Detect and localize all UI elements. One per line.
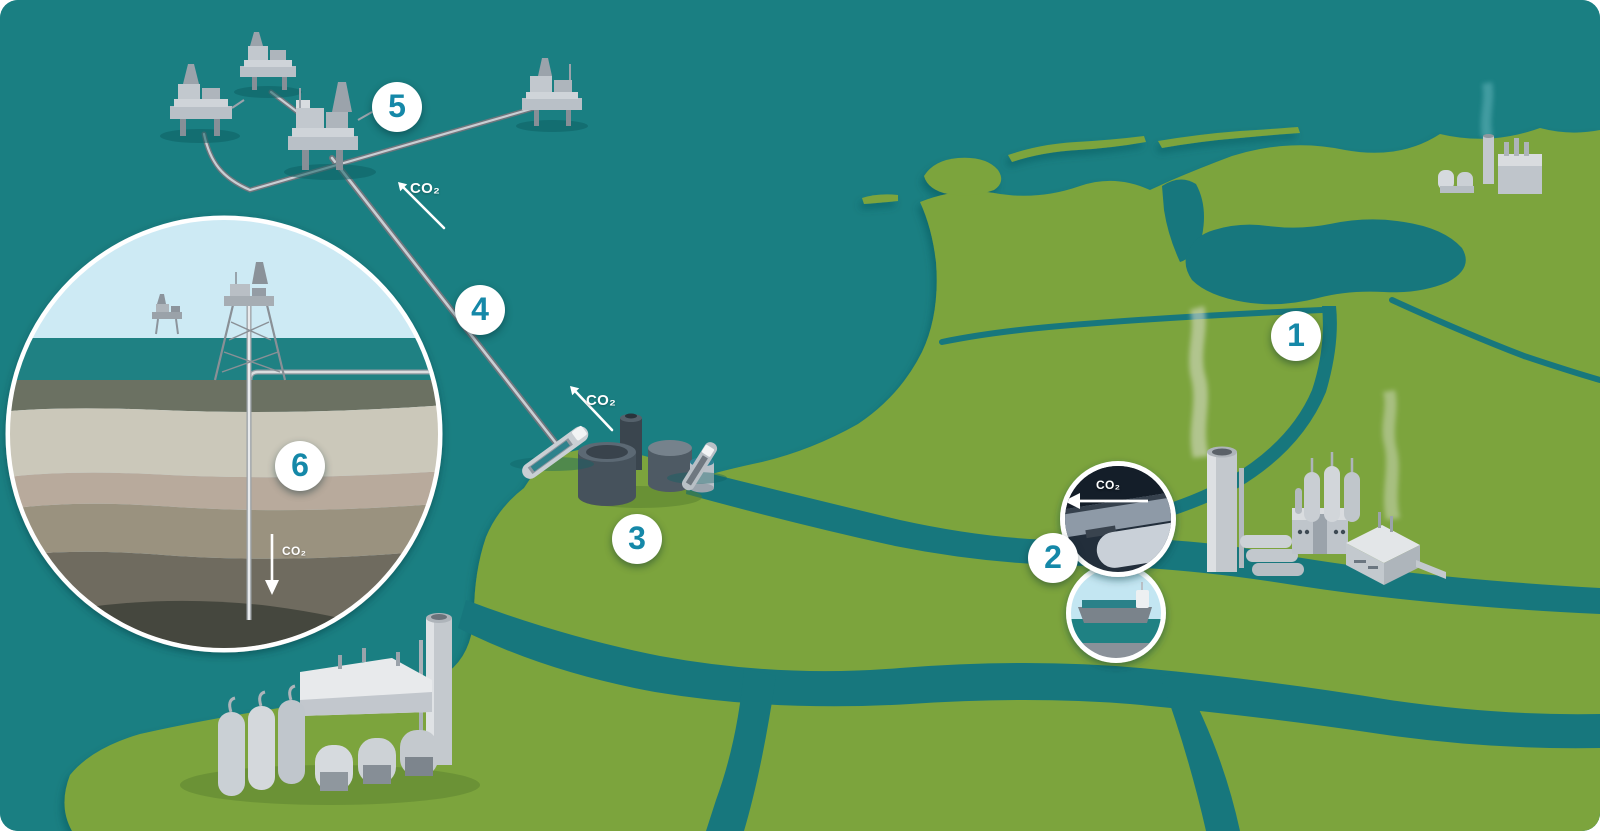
step-badge-5: 5	[372, 82, 422, 132]
onshore-storage-facility	[180, 613, 480, 805]
island-sliver-east	[1158, 127, 1300, 148]
factory-northeast	[1438, 82, 1542, 194]
subsurface-storage-inset	[5, 215, 443, 653]
inset-platform-small	[152, 294, 182, 335]
warehouse	[1346, 512, 1446, 585]
co2-label-pipeline-upper: CO₂	[410, 180, 441, 197]
co2-flow-arrows	[398, 182, 614, 432]
step-number: 6	[291, 447, 309, 483]
step-number: 2	[1044, 539, 1062, 575]
step-number: 1	[1287, 317, 1305, 353]
co2-label-ship-loading: CO₂	[1096, 478, 1121, 492]
ship-callout-top	[1065, 466, 1171, 572]
flue-smoke	[1189, 306, 1400, 520]
step-number: 3	[628, 520, 646, 556]
tidal-strait	[1162, 179, 1204, 262]
step-number: 5	[388, 88, 406, 124]
island-head	[924, 157, 1002, 196]
layer-seabed	[10, 380, 438, 412]
chimney	[1207, 446, 1244, 572]
step-badge-4: 4	[455, 285, 505, 335]
layer-clay	[10, 470, 438, 511]
ship-callout	[1060, 461, 1176, 663]
co2-injection-arrow	[265, 534, 279, 595]
pipeline-port-to-platform	[329, 155, 566, 455]
co2-flow-arrow-upper	[398, 182, 446, 230]
offshore-platforms	[160, 32, 588, 180]
river-branch-southeast	[1160, 672, 1240, 831]
co2-flow-arrow-lower	[570, 386, 614, 432]
industrial-capture-plant	[1189, 306, 1446, 585]
step-badge-3: 3	[612, 514, 662, 564]
river-south	[458, 600, 1600, 749]
layer-shale	[10, 502, 438, 559]
co2-carrier-ship-offshore	[510, 425, 594, 479]
layer-sandstone	[10, 404, 438, 478]
river-bay-southeast	[1389, 297, 1600, 383]
island-sliver-west	[1008, 136, 1146, 162]
river-to-bay	[1068, 306, 1337, 540]
storage-tank-medium	[648, 440, 692, 492]
inset-platform-injection	[213, 262, 287, 381]
ship-side-view	[1078, 582, 1152, 623]
step-number: 4	[471, 291, 489, 327]
co2-label-injection-well: CO₂	[282, 544, 307, 558]
step-badge-6: 6	[275, 441, 325, 491]
step-badge-1: 1	[1271, 311, 1321, 361]
platform-west	[160, 64, 245, 143]
river-branch-south	[706, 668, 776, 831]
mainland	[64, 128, 1600, 831]
facility-buildings	[300, 648, 432, 716]
platform-hub	[284, 82, 376, 180]
facility-bullet-tanks	[218, 684, 305, 796]
island-tiny	[862, 194, 898, 204]
bullet-tanks	[1295, 452, 1360, 522]
teal-smoke	[1480, 82, 1494, 138]
co2-carrier-ship-docked	[667, 442, 727, 491]
process-units	[1240, 508, 1348, 576]
co2-label-pipeline-lower: CO₂	[586, 392, 617, 409]
facility-quonset-sheds	[315, 730, 438, 791]
port-terminal	[578, 413, 714, 508]
platform-east	[516, 58, 588, 132]
step-badge-2: 2	[1028, 533, 1078, 583]
bay	[1185, 219, 1466, 305]
storage-tank-large	[578, 442, 636, 506]
co2-loading-arrow	[1065, 493, 1148, 509]
river-bay-west	[939, 307, 1325, 345]
land-masses	[64, 127, 1600, 831]
platform-north	[234, 32, 302, 98]
